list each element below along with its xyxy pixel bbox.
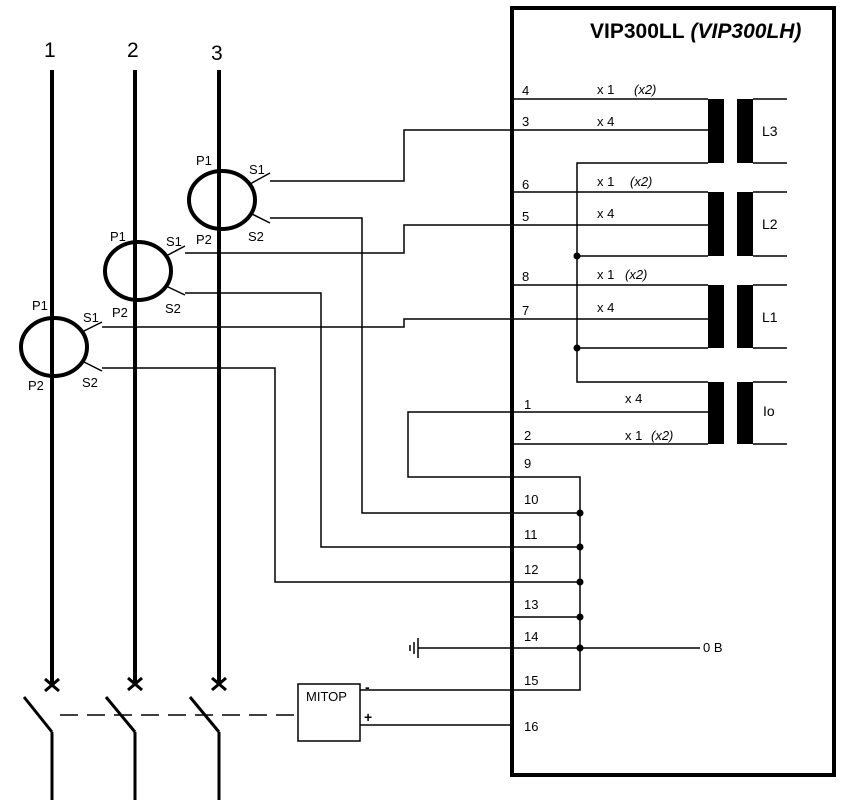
terminal-10: 10 bbox=[524, 492, 538, 507]
breaker-switches bbox=[22, 696, 221, 800]
terminal-14: 14 bbox=[524, 629, 538, 644]
mitop-plus: + bbox=[364, 709, 372, 725]
label-l1: L1 bbox=[762, 309, 778, 325]
l3-core-secondary bbox=[737, 99, 753, 163]
terminal-12: 12 bbox=[524, 562, 538, 577]
ratio-labels: x 1 (x2) x 4 x 1 (x2) x 4 x 1 (x2) x 4 x… bbox=[597, 82, 673, 443]
label-l2: L2 bbox=[762, 216, 778, 232]
ratio-t6-alt: (x2) bbox=[630, 174, 652, 189]
ct2-s1-label: S1 bbox=[166, 234, 182, 249]
ct-phase-1 bbox=[19, 316, 89, 378]
label-io: Io bbox=[763, 403, 775, 419]
terminal-9: 9 bbox=[524, 456, 531, 471]
transformer-cores bbox=[708, 99, 753, 444]
terminal-4: 4 bbox=[522, 83, 529, 98]
ratio-t4: x 1 bbox=[597, 82, 614, 97]
terminal-numbers: 4 3 6 5 8 7 1 2 9 10 11 12 13 14 15 16 bbox=[522, 83, 538, 734]
terminal-13: 13 bbox=[524, 597, 538, 612]
ct1-p2-label: P2 bbox=[28, 378, 44, 393]
mitop-box bbox=[297, 683, 361, 742]
ratio-t7: x 4 bbox=[597, 300, 614, 315]
transformer-outputs bbox=[753, 98, 787, 445]
device-title: VIP300LL(VIP300LH) bbox=[590, 20, 801, 43]
ratio-t5: x 4 bbox=[597, 206, 614, 221]
ct3-p1-label: P1 bbox=[196, 153, 212, 168]
l1-core-secondary bbox=[737, 285, 753, 348]
relay-box bbox=[510, 6, 836, 777]
l1-core-primary bbox=[708, 285, 724, 348]
mitop-label: MITOP bbox=[306, 689, 347, 704]
ct2-p1-label: P1 bbox=[110, 229, 126, 244]
phase-1-label: 1 bbox=[44, 39, 56, 62]
ground-symbol bbox=[409, 638, 419, 658]
phase-2-label: 2 bbox=[127, 39, 139, 62]
phase-3-label: 3 bbox=[211, 42, 223, 65]
ratio-t8-alt: (x2) bbox=[625, 267, 647, 282]
l2-core-primary bbox=[708, 192, 724, 256]
io-core-primary bbox=[708, 382, 724, 444]
terminal-16: 16 bbox=[524, 719, 538, 734]
terminal-15: 15 bbox=[524, 673, 538, 688]
ground-label: 0 B bbox=[703, 640, 723, 655]
mitop-minus: - bbox=[365, 679, 370, 695]
ct-phase-2 bbox=[103, 240, 173, 302]
ct-leads bbox=[81, 172, 271, 372]
terminal-5: 5 bbox=[522, 209, 529, 224]
ct3-s1-label: S1 bbox=[249, 162, 265, 177]
l3-core-primary bbox=[708, 99, 724, 163]
ct1-p1-label: P1 bbox=[32, 298, 48, 313]
ratio-t2: x 1 bbox=[625, 428, 642, 443]
io-core-secondary bbox=[737, 382, 753, 444]
junction-dots bbox=[573, 252, 584, 652]
ct2-p2-label: P2 bbox=[112, 305, 128, 320]
ratio-t8: x 1 bbox=[597, 267, 614, 282]
terminal-11: 11 bbox=[524, 527, 538, 542]
ct-phase-3 bbox=[187, 169, 257, 231]
ratio-t4-alt: (x2) bbox=[634, 82, 656, 97]
terminal-7: 7 bbox=[522, 303, 529, 318]
breaker-x-marks bbox=[44, 676, 227, 693]
ratio-t1: x 4 bbox=[625, 391, 642, 406]
l2-core-secondary bbox=[737, 192, 753, 256]
ct1-s1-label: S1 bbox=[83, 310, 99, 325]
terminal-2: 2 bbox=[524, 428, 531, 443]
ct3-p2-label: P2 bbox=[196, 232, 212, 247]
ratio-t6: x 1 bbox=[597, 174, 614, 189]
relay-terminal-lines bbox=[360, 98, 708, 726]
ratio-t2-alt: (x2) bbox=[651, 428, 673, 443]
terminal-3: 3 bbox=[522, 114, 529, 129]
ct1-s2-label: S2 bbox=[82, 375, 98, 390]
ratio-t3: x 4 bbox=[597, 114, 614, 129]
terminal-6: 6 bbox=[522, 177, 529, 192]
ct2-s2-label: S2 bbox=[165, 301, 181, 316]
ct3-s2-label: S2 bbox=[248, 229, 264, 244]
terminal-1: 1 bbox=[524, 397, 531, 412]
ct-wiring bbox=[102, 129, 708, 583]
terminal-8: 8 bbox=[522, 269, 529, 284]
label-l3: L3 bbox=[762, 123, 778, 139]
